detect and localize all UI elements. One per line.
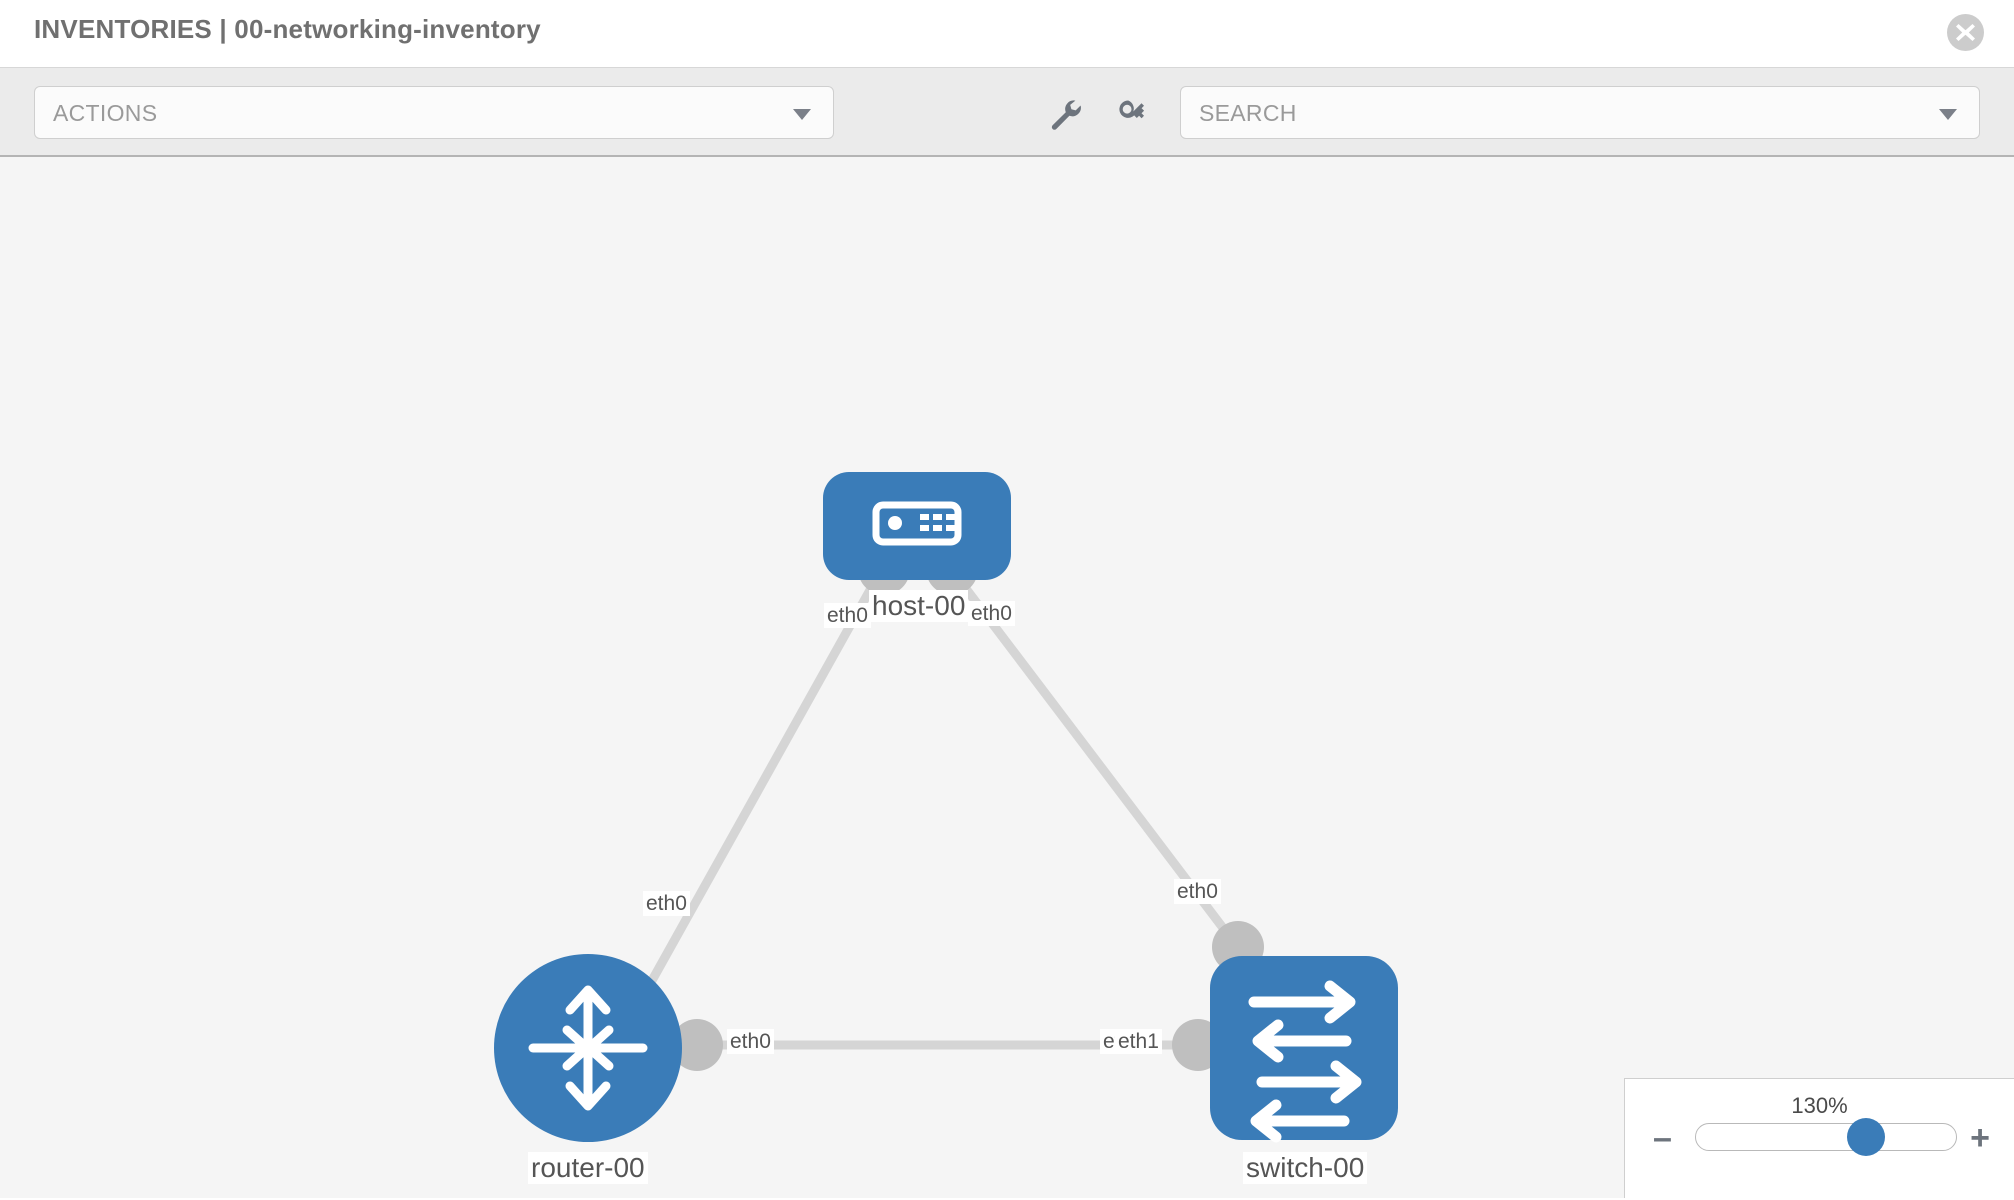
close-icon[interactable] xyxy=(1947,14,1984,51)
minus-icon[interactable]: – xyxy=(1653,1119,1672,1157)
search-placeholder: SEARCH xyxy=(1199,100,1297,126)
node-host-00[interactable] xyxy=(823,472,1011,580)
chevron-down-icon xyxy=(793,109,811,120)
zoom-percent-label: 130% xyxy=(1791,1093,1848,1118)
topology-graph xyxy=(494,472,1398,1143)
edge-label-host-eth0-right: eth0 xyxy=(968,601,1015,626)
link-host-router xyxy=(636,562,888,1005)
plus-icon[interactable]: + xyxy=(1970,1119,1990,1157)
actions-dropdown-label: ACTIONS xyxy=(53,100,158,126)
key-icon[interactable] xyxy=(1113,94,1151,132)
node-switch-00[interactable] xyxy=(1210,956,1398,1143)
node-label-switch-00: switch-00 xyxy=(1243,1152,1368,1184)
edge-label-switch-eth1-west: eth1 xyxy=(1115,1029,1162,1054)
toolbar: ACTIONS SEARCH xyxy=(0,68,2014,157)
topology-canvas[interactable]: eth0 eth0 eth0 eth0 eth0 eth0 eth1 host-… xyxy=(0,157,2014,1198)
connector-router-east xyxy=(671,1019,723,1071)
switch-arrows-icon xyxy=(1248,980,1362,1143)
router-arrows-icon xyxy=(528,985,648,1111)
search-input[interactable]: SEARCH xyxy=(1180,86,1980,139)
node-router-00[interactable] xyxy=(494,954,682,1142)
edge-label-router-eth0-up: eth0 xyxy=(643,891,690,916)
actions-dropdown[interactable]: ACTIONS xyxy=(34,86,834,139)
zoom-control: 130% – + xyxy=(1624,1078,2014,1198)
edge-label-host-eth0-left: eth0 xyxy=(824,603,871,628)
edge-label-router-eth0-east: eth0 xyxy=(727,1029,774,1054)
edge-label-switch-eth0-up: eth0 xyxy=(1174,879,1221,904)
page-title: INVENTORIES | 00-networking-inventory xyxy=(34,14,541,44)
zoom-slider-thumb[interactable] xyxy=(1847,1118,1885,1156)
zoom-slider-track[interactable] xyxy=(1695,1123,1957,1151)
node-label-router-00: router-00 xyxy=(528,1152,648,1184)
wrench-icon[interactable] xyxy=(1045,94,1083,132)
search-chevron-down-icon[interactable] xyxy=(1939,109,1957,120)
node-label-host-00: host-00 xyxy=(869,590,969,622)
page-header: INVENTORIES | 00-networking-inventory xyxy=(0,0,2014,68)
server-icon xyxy=(872,501,962,546)
